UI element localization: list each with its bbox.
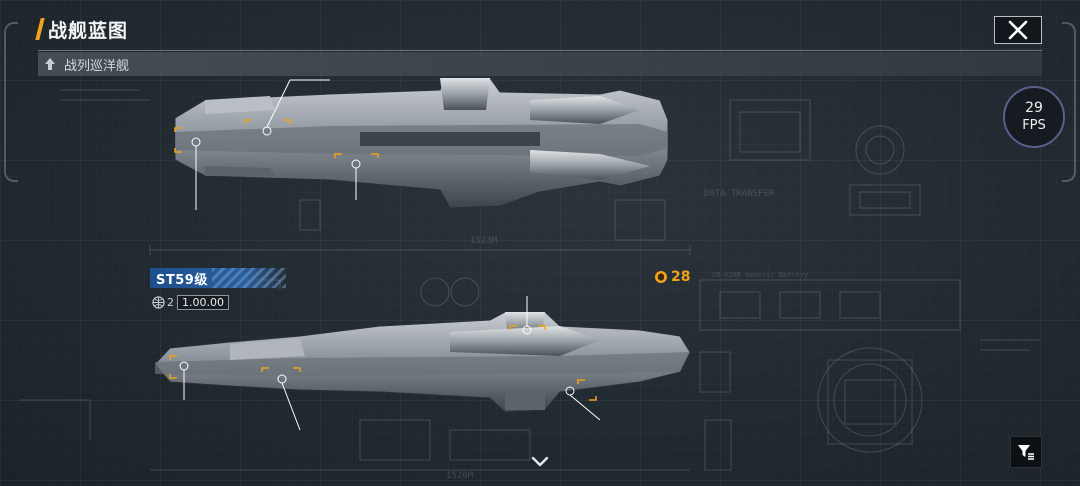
ship-level: 2 bbox=[167, 295, 174, 309]
category-bar[interactable]: 战列巡洋舰 bbox=[38, 52, 1042, 76]
close-button[interactable] bbox=[994, 16, 1042, 44]
blueprint-cost: 28 bbox=[654, 269, 690, 285]
length-label-bottom: 1520M bbox=[446, 471, 474, 481]
ship-stat-value: 1.00.00 bbox=[177, 294, 229, 310]
battery-label: SB-Ⅱ20B Generic Battery bbox=[712, 271, 808, 279]
cost-value: 28 bbox=[671, 269, 691, 285]
length-label-top: 1523M bbox=[470, 236, 498, 246]
close-icon bbox=[1008, 20, 1028, 40]
frame-bracket-left bbox=[4, 22, 18, 182]
category-label: 战列巡洋舰 bbox=[64, 58, 130, 74]
coin-icon bbox=[655, 271, 667, 283]
ship-stats: 2 1.00.00 bbox=[152, 294, 229, 310]
data-transfer-label: DATA TRANSFER bbox=[704, 189, 775, 199]
frame-bracket-right bbox=[1062, 22, 1076, 182]
fps-value: 29 bbox=[1025, 100, 1043, 116]
ship-tag-stripes bbox=[212, 268, 286, 288]
battlecruiser-top-view bbox=[174, 77, 669, 210]
header-divider bbox=[38, 50, 1042, 51]
battlecruiser-side-view bbox=[154, 296, 691, 431]
fps-counter: 29 FPS bbox=[1003, 86, 1065, 148]
page-header: 战舰蓝图 bbox=[35, 16, 129, 42]
page-title: 战舰蓝图 bbox=[48, 19, 129, 42]
cruiser-class-icon bbox=[45, 58, 55, 70]
ship-name: ST59级 bbox=[156, 272, 208, 288]
chevron-down-icon[interactable] bbox=[530, 455, 550, 469]
globe-icon bbox=[152, 295, 165, 309]
filter-icon bbox=[1018, 445, 1034, 460]
fps-unit: FPS bbox=[1022, 118, 1046, 133]
filter-button[interactable] bbox=[1010, 436, 1042, 468]
